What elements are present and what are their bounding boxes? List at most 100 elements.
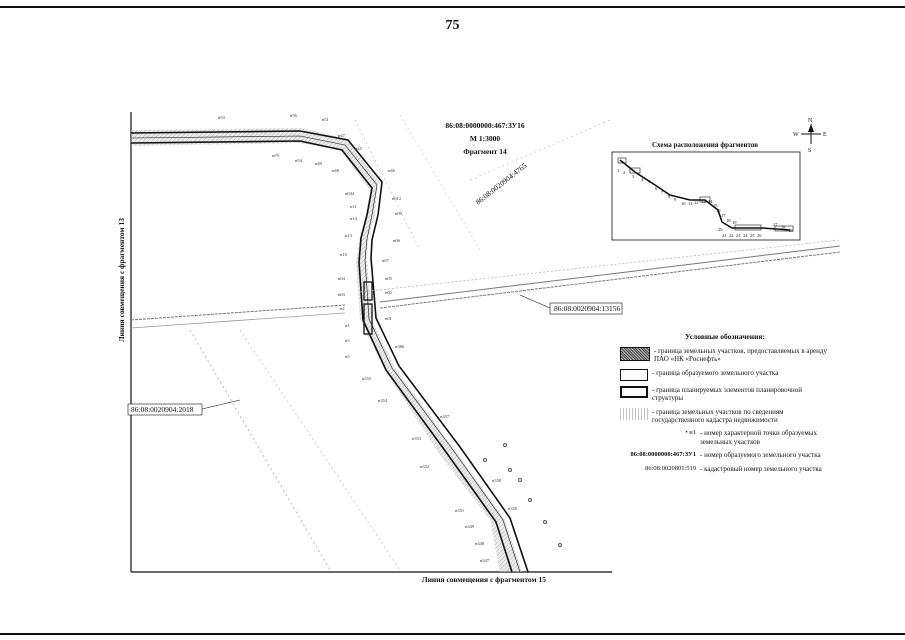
point-label: н02 <box>385 290 392 295</box>
cadastral-line-3 <box>354 119 421 251</box>
legend-item-planned: - граница планируемых элементов планиров… <box>620 385 830 403</box>
legend-item-parcel-number: 86:08:0000000:467:ЗУ1 - номер образуемог… <box>620 451 830 459</box>
top-rule <box>0 6 905 8</box>
compass-rose: N S W E <box>793 118 827 154</box>
point-label: н349 <box>465 524 475 529</box>
point-label: н353 <box>412 436 422 441</box>
point-label: н358 <box>492 478 502 483</box>
road-band-left-2 <box>130 312 346 329</box>
cadastral-line-1 <box>189 329 331 571</box>
leased-land-band <box>131 128 522 572</box>
inset-number: 13 <box>701 199 706 204</box>
cadastral-line-4 <box>399 114 481 251</box>
inset-scheme: Схема расположения фрагментов 1 2 3 4 5 … <box>611 141 801 241</box>
inset-number: 9 <box>674 197 677 202</box>
inset-number: 1 <box>617 168 619 173</box>
legend-text: - номер характерной точки образуемых зем… <box>700 429 817 446</box>
point-label: н386 <box>395 344 405 349</box>
cadastral-line-5 <box>469 119 611 181</box>
hatch-symbol-icon <box>620 347 650 361</box>
legend: Условные обозначения: - граница земельны… <box>620 332 830 478</box>
point-label: н56 <box>290 113 298 118</box>
bottom-rule <box>0 633 905 635</box>
inset-number: 17 <box>721 213 726 218</box>
parcel-label-2018: 86:08:0020904:2018 <box>131 405 194 414</box>
inset-number: 5 <box>648 179 651 184</box>
parcel-label-13156-box <box>549 302 623 315</box>
dotted-symbol-icon <box>620 407 648 420</box>
map-scale: М 1:3000 <box>470 134 500 143</box>
point-label: н351 <box>455 508 464 513</box>
legend-item-cadastral-number: 86:08:0020801:519 - кадастровый номер зе… <box>620 465 830 473</box>
point-label: н354 <box>378 398 388 403</box>
inset-number: 12 <box>694 200 699 205</box>
inset-number: 27 <box>773 222 778 227</box>
road-band-right <box>379 245 841 303</box>
feature-dot <box>558 543 562 547</box>
point-label: н05 <box>385 276 393 281</box>
box-symbol-icon <box>620 368 648 381</box>
inset-number: 3 <box>632 174 635 179</box>
inset-number: 7 <box>661 190 664 195</box>
inset-number: 11 <box>688 201 692 206</box>
legend-title: Условные обозначения: <box>685 332 765 341</box>
inset-number: 4 <box>641 177 644 182</box>
inset-number: 21 <box>722 233 727 238</box>
point-label: н14 <box>350 216 358 221</box>
inset-frame <box>611 151 801 241</box>
inset-route <box>619 159 791 231</box>
point-label: н3 <box>345 338 350 343</box>
map-title-code: 86:08:0000000:467:ЗУ16 <box>445 121 525 130</box>
parcel-label-2018-box <box>127 403 203 416</box>
map-fragment: Фрагмент 14 <box>463 147 507 156</box>
inset-number: 14 <box>708 199 713 204</box>
legend-text: - граница планируемых элементов планиров… <box>652 385 803 403</box>
inset-number: 6 <box>655 186 658 191</box>
point-label: н45 <box>355 146 363 151</box>
legend-text: - граница образуемого земельного участка <box>652 368 779 377</box>
point-label: н49 <box>315 161 323 166</box>
road-band-right-2 <box>379 251 841 309</box>
legend-item-leased: - граница земельных участков, предоставл… <box>620 347 830 364</box>
double-box-symbol-icon <box>620 385 648 398</box>
inset-number: 10 <box>681 201 686 206</box>
point-label: н51 <box>322 117 329 122</box>
inset-number: 25 <box>750 233 755 238</box>
road-band-right-3 <box>359 239 841 293</box>
cadastral-code-sample: 86:08:0020801:519 <box>645 464 696 472</box>
point-label: н11 <box>350 204 357 209</box>
point-label: н10 <box>340 252 348 257</box>
feature-dot <box>518 478 522 482</box>
point-label: н348 <box>475 541 485 546</box>
inset-number: 2 <box>623 170 625 175</box>
legend-text: - граница земельных участков, предоставл… <box>654 347 827 364</box>
cadastral-line-2 <box>239 329 401 571</box>
inset-number: 22 <box>729 233 734 238</box>
point-label: н5 <box>345 354 350 359</box>
feature-dot <box>483 458 487 462</box>
inset-number: 28 <box>781 225 786 230</box>
planned-parcel-2 <box>363 303 373 335</box>
feature-dot <box>503 443 507 447</box>
page-number: 75 <box>445 18 460 33</box>
legend-text: - номер образуемого земельного участка <box>700 451 821 460</box>
point-label: н06 <box>393 238 401 243</box>
compass-w: W <box>793 132 799 138</box>
feature-dot <box>543 520 547 524</box>
point-labels: н53 н56 н51 н55 н54 н49 н48 н47 н45 н46 … <box>218 113 518 563</box>
point-label: н53 <box>218 115 226 120</box>
road-band-left <box>130 304 346 321</box>
corridor-outer-edge <box>130 130 529 573</box>
point-label: н03 <box>338 292 346 297</box>
compass-n: N <box>808 118 813 124</box>
inset-number: 24 <box>743 233 748 238</box>
inset-number: 20 <box>718 227 723 232</box>
left-side-label: Линия совмещения с фрагментом 13 <box>117 218 126 342</box>
legend-text: - граница земельных участков по сведения… <box>652 407 784 424</box>
point-label: н352 <box>420 464 429 469</box>
point-label: н044 <box>345 191 355 196</box>
inset-number: 16 <box>716 208 721 213</box>
point-label: н09 <box>395 211 403 216</box>
compass-e: E <box>823 132 827 138</box>
